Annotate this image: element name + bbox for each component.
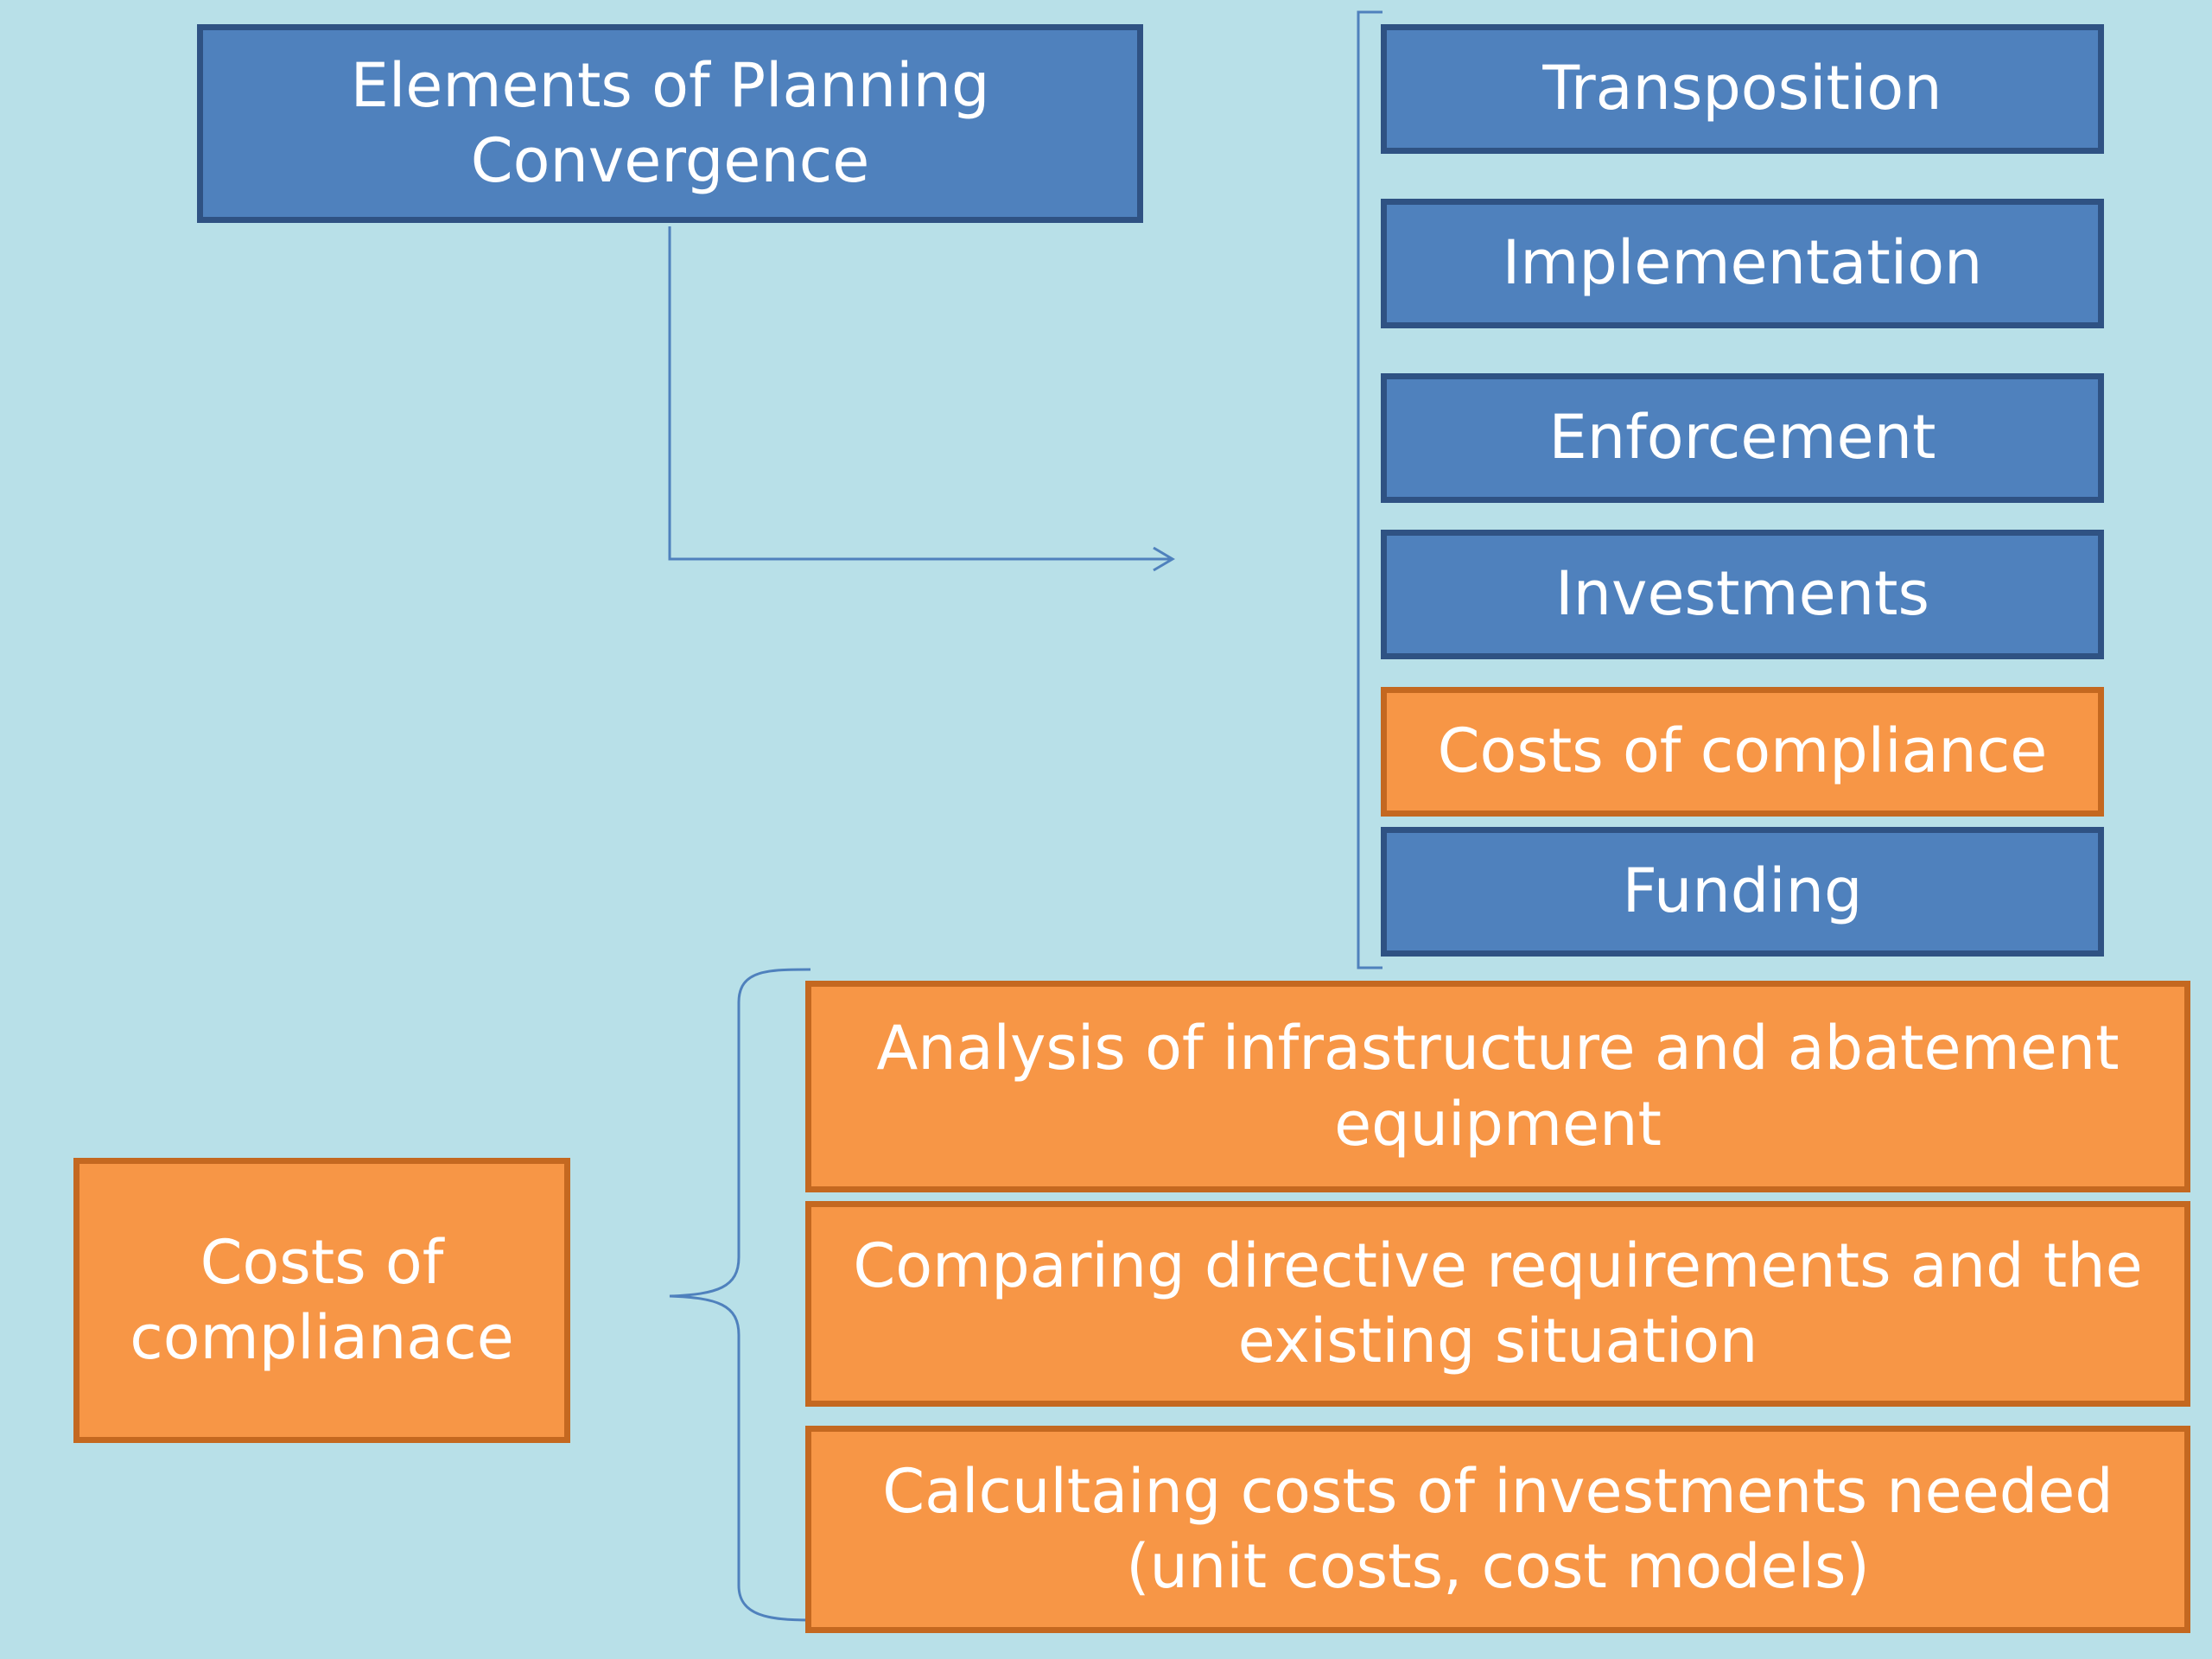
element-label: Funding	[1622, 855, 1863, 927]
element-box-enforcement: Enforcement	[1381, 373, 2104, 503]
element-label: Investments	[1555, 558, 1929, 630]
costs-title: Costs of complianace	[130, 1226, 514, 1374]
cost-item-calculating: Calcultaing costs of investments needed …	[805, 1426, 2190, 1633]
elbow-arrow-connector	[668, 226, 1171, 561]
element-box-transposition: Transposition	[1381, 24, 2104, 154]
element-box-investments: Investments	[1381, 530, 2104, 659]
cost-item-label: Calcultaing costs of investments needed …	[882, 1455, 2113, 1603]
element-box-funding: Funding	[1381, 827, 2104, 957]
element-label: Transposition	[1542, 53, 1942, 124]
main-title: Elements of Planning Convergence	[350, 49, 990, 197]
costs-brace	[669, 968, 811, 1622]
element-box-costs-of-compliance: Costs of compliance	[1381, 687, 2104, 817]
main-title-box: Elements of Planning Convergence	[197, 24, 1143, 223]
cost-item-label: Analysis of infrastructure and abatement…	[876, 1013, 2120, 1160]
element-label: Implementation	[1502, 227, 1983, 299]
cost-item-comparing: Comparing directive requirements and the…	[805, 1201, 2190, 1407]
cost-item-label: Comparing directive requirements and the…	[853, 1230, 2143, 1377]
arrow-head	[1153, 546, 1175, 572]
costs-title-box: Costs of complianace	[73, 1158, 570, 1443]
elements-bracket	[1357, 10, 1382, 969]
element-label: Costs of compliance	[1437, 715, 2048, 787]
element-box-implementation: Implementation	[1381, 199, 2104, 328]
cost-item-analysis: Analysis of infrastructure and abatement…	[805, 981, 2190, 1192]
element-label: Enforcement	[1548, 402, 1936, 474]
